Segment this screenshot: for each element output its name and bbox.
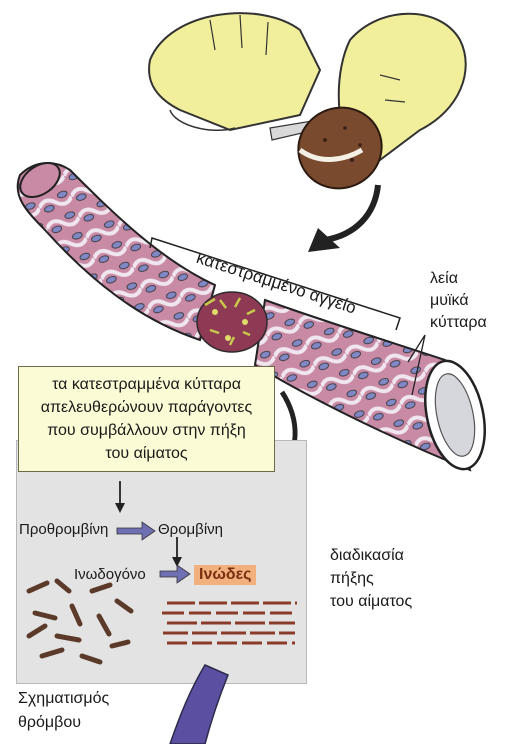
released-factors-text: τα κατεστραμμένα κύτταρα απελευθερώνουν …: [19, 373, 274, 465]
prothrombin-arrow: [117, 522, 155, 540]
fibrinogen-label: Ινωδογόνο: [74, 566, 146, 583]
wound-site: [197, 292, 267, 352]
fibrinogen-arrow: [160, 565, 190, 583]
clotting-label-2: πήξης: [330, 568, 374, 589]
clotting-label-3: του αίματος: [330, 591, 412, 612]
prothrombin-label: Προθρομβίνη: [19, 521, 108, 538]
clotting-panel-graphics: [17, 441, 308, 685]
thrombin-label: Θρομβίνη: [158, 521, 223, 538]
released-factors-note: τα κατεστραμμένα κύτταρα απελευθερώνουν …: [18, 366, 275, 472]
smooth-muscle-label-2: μυϊκά: [430, 290, 469, 311]
clot-formation-label-1: Σχηματισμός: [18, 688, 109, 709]
fibrin-badge: Ινώδες: [194, 565, 256, 585]
clotting-panel: Προθρομβίνη Θρομβίνη Ινωδογόνο: [16, 440, 307, 684]
clot-formation-label-2: θρόμβου: [18, 712, 81, 733]
smooth-muscle-label-1: λεία: [430, 268, 458, 289]
fibrin-strands: [162, 603, 297, 643]
cut-arrow: [308, 185, 378, 252]
smooth-muscle-label-3: κύτταρα: [430, 312, 487, 333]
fibrinogen-strands: [29, 581, 131, 662]
clotting-label-1: διαδικασία: [330, 545, 404, 566]
